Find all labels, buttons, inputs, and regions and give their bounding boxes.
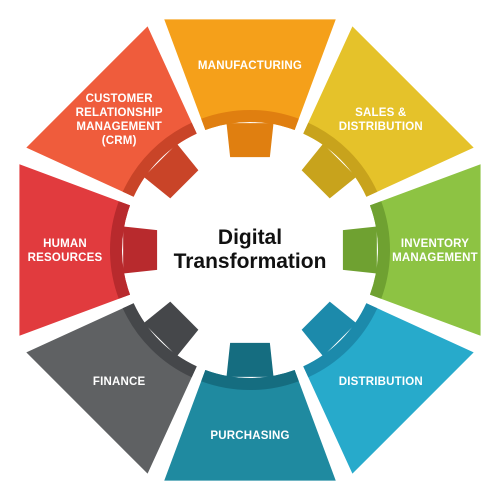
segment-inner-band xyxy=(122,303,197,378)
segment-3: DISTRIBUTION xyxy=(301,301,474,474)
segment-7: CUSTOMER RELATIONSHIP MANAGEMENT (CRM) xyxy=(26,26,199,199)
segment-stem xyxy=(342,226,377,274)
segment-stem xyxy=(226,123,274,158)
segment-6: HUMAN RESOURCES xyxy=(19,164,158,336)
segment-label: SALES & xyxy=(355,107,406,119)
segment-1: SALES & DISTRIBUTION xyxy=(301,26,474,199)
segment-label: MANUFACTURING xyxy=(198,60,302,72)
segment-stem xyxy=(143,301,199,357)
segments-layer: MANUFACTURING SALES & DISTRIBUTION INVENTOR… xyxy=(19,19,481,481)
segment-inner-band xyxy=(109,201,131,299)
center-title-line1: Digital xyxy=(218,226,282,249)
segment-block xyxy=(19,164,131,336)
segment-label: MANAGEMENT xyxy=(76,121,162,133)
segment-label: DISTRIBUTION xyxy=(339,376,423,388)
segment-label: HUMAN xyxy=(43,238,87,250)
segment-block xyxy=(164,19,336,131)
segment-inner-band xyxy=(201,109,299,131)
segment-4: PURCHASING xyxy=(164,342,336,481)
segment-stem xyxy=(301,301,357,357)
segment-inner-band xyxy=(303,303,378,378)
segment-label: RESOURCES xyxy=(28,252,103,264)
segment-inner-band xyxy=(201,369,299,391)
segment-inner-band xyxy=(122,122,197,197)
segment-block xyxy=(369,164,481,336)
segment-stem xyxy=(301,143,357,199)
segment-block xyxy=(164,369,336,481)
segment-5: FINANCE xyxy=(26,301,199,474)
segment-0: MANUFACTURING xyxy=(164,19,336,158)
segment-inner-band xyxy=(369,201,391,299)
segment-stem xyxy=(226,342,274,377)
segment-label: MANAGEMENT xyxy=(392,252,478,264)
segment-label: FINANCE xyxy=(93,376,146,388)
segment-2: INVENTORY MANAGEMENT xyxy=(342,164,481,336)
center-hub xyxy=(158,158,342,342)
segment-stem xyxy=(123,226,158,274)
segment-label: DISTRIBUTION xyxy=(339,121,423,133)
segment-stem xyxy=(143,143,199,199)
segment-label: CUSTOMER xyxy=(86,93,154,105)
center-title-line2: Transformation xyxy=(174,250,327,273)
segment-label: INVENTORY xyxy=(401,238,469,250)
segment-inner-band xyxy=(303,122,378,197)
segment-label: RELATIONSHIP xyxy=(76,107,163,119)
segment-label: (CRM) xyxy=(102,135,137,147)
segment-label: PURCHASING xyxy=(210,430,289,442)
